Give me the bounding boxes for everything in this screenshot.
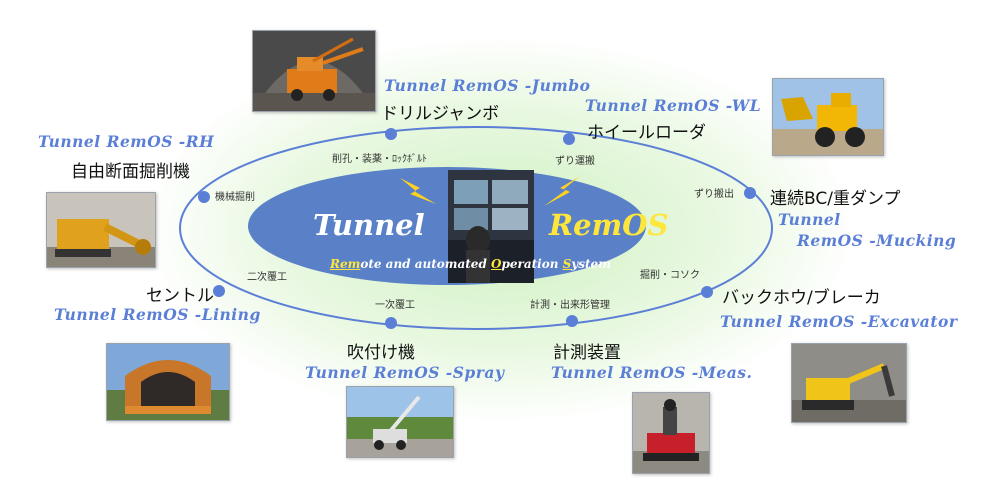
stage-secondary-lining-label: 二次覆工 xyxy=(247,272,287,283)
node-excavator xyxy=(701,286,713,298)
center-ellipse xyxy=(248,167,646,285)
roadheader-photo xyxy=(46,192,156,268)
node-lining xyxy=(213,285,225,297)
wheel-loader-photo xyxy=(772,78,884,156)
control-room-photo xyxy=(448,170,534,283)
stage-mucking-transport-label: ずり運搬 xyxy=(555,156,595,167)
machine-jumbo-label: ドリルジャンボ xyxy=(381,104,500,124)
system-meas-name: Tunnel RemOS -Meas. xyxy=(551,363,753,382)
tagline-segment: ote and automated xyxy=(360,257,492,271)
outer-ellipse xyxy=(179,126,773,330)
center-word-remos: RemOS xyxy=(549,208,669,242)
drill-jumbo-photo xyxy=(252,30,376,112)
tagline-segment: O xyxy=(491,257,502,271)
tagline-segment: peration xyxy=(501,257,563,271)
system-lining-name: Tunnel RemOS -Lining xyxy=(54,305,261,324)
lining-form-photo xyxy=(106,343,230,421)
machine-spray-label: 吹付け機 xyxy=(347,343,415,363)
system-mucking-name-line1: Tunnel xyxy=(778,210,841,229)
node-spray xyxy=(385,317,397,329)
machine-excavator-label: バックホウ/ブレーカ xyxy=(722,288,881,308)
machine-wl-label: ホイールローダ xyxy=(587,123,706,143)
machine-meas-label: 計測装置 xyxy=(553,343,621,363)
node-wl xyxy=(563,133,575,145)
machine-lining-label: セントル xyxy=(146,286,214,306)
machine-mucking-label: 連続BC/重ダンプ xyxy=(770,189,901,209)
measurement-robot-photo xyxy=(632,392,710,474)
stage-excavation-scaling-label: 掘削・コソク xyxy=(640,270,700,281)
tagline-segment: S xyxy=(562,257,572,271)
lightning-left-icon xyxy=(400,178,436,204)
node-rh xyxy=(198,191,210,203)
node-mucking xyxy=(744,187,756,199)
excavator-photo xyxy=(791,343,907,423)
tagline-segment: ystem xyxy=(571,257,611,271)
system-jumbo-name: Tunnel RemOS -Jumbo xyxy=(384,76,591,95)
machine-rh-label: 自由断面掘削機 xyxy=(71,162,190,182)
system-wl-name: Tunnel RemOS -WL xyxy=(585,96,762,115)
node-meas xyxy=(566,315,578,327)
stage-mucking-out-label: ずり搬出 xyxy=(694,189,734,200)
lightning-right-icon xyxy=(544,176,580,206)
tagline-segment: Rem xyxy=(330,257,361,271)
stage-machine-excavation-label: 機械掘削 xyxy=(215,192,255,203)
stage-primary-lining-label: 一次覆工 xyxy=(375,300,415,311)
system-excavator-name: Tunnel RemOS -Excavator xyxy=(720,312,958,331)
system-spray-name: Tunnel RemOS -Spray xyxy=(305,363,505,382)
center-word-tunnel: Tunnel xyxy=(313,208,425,242)
spray-machine-photo xyxy=(346,386,454,458)
stage-measurement-label: 計測・出来形管理 xyxy=(530,300,610,311)
system-rh-name: Tunnel RemOS -RH xyxy=(38,132,215,151)
system-mucking-name-line2: RemOS -Mucking xyxy=(797,231,957,250)
node-jumbo xyxy=(385,128,397,140)
center-tagline: Remote and automated Operation System xyxy=(330,257,611,271)
stage-drilling-label: 削孔・装薬・ﾛｯｸﾎﾞﾙﾄ xyxy=(332,154,427,165)
